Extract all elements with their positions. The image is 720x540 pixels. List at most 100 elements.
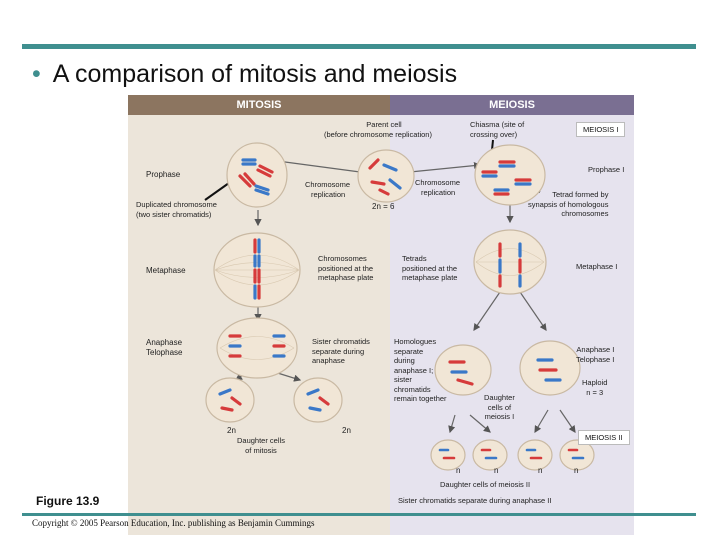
telophase-1-line: Telophase I (576, 354, 615, 364)
sister-separate-2-label: Sister chromatids separate during anapha… (398, 496, 552, 505)
chrom-rep-right-line1: Chromosome (415, 178, 461, 187)
chrom-rep-right-line2: replication (421, 187, 456, 197)
meiosis-prophase-cell (474, 144, 546, 206)
bullet-icon: • (32, 60, 41, 88)
meiosis-metaphase-chromosomes (498, 242, 522, 288)
bottom-rule (22, 513, 696, 516)
arrow-parent-to-meiosis (409, 162, 482, 173)
duplicated-label: Duplicated chromosome (two sister chroma… (136, 200, 217, 219)
meiosis-2-box: MEIOSIS II (578, 430, 630, 445)
metaphase-1-label: Metaphase I (576, 262, 618, 271)
tetrad-line2: synapsis of homologous (528, 199, 609, 209)
sister-separate-label: Sister chromatids separate during anapha… (312, 337, 370, 366)
chiasma-label-line2: crossing over) (470, 129, 518, 139)
top-rule (22, 44, 696, 49)
metaphase-label: Metaphase (146, 266, 186, 275)
anaphase-telophase-label: Anaphase Telophase (146, 338, 182, 357)
meiosis-header-text: MEIOSIS (489, 99, 535, 111)
homologues-line6: chromatids (394, 384, 431, 394)
chrom-rep-right-label: Chromosome replication (415, 178, 460, 197)
meiosis2-daughter-cell-1 (430, 439, 466, 471)
anaphase-line: Anaphase (146, 338, 183, 347)
tetrads-positioned-line2: positioned at the (402, 263, 458, 273)
arrow-mei-metaphase-left (473, 291, 501, 331)
chiasma-label: Chiasma (site of crossing over) (470, 120, 524, 139)
slide-title: • A comparison of mitosis and meiosis (32, 60, 457, 89)
two-n-left-label: 2n (227, 426, 236, 435)
chrom-positioned-line3: metaphase plate (318, 273, 374, 282)
haploid-line2: n = 3 (586, 387, 604, 397)
tetrads-positioned-line3: metaphase plate (402, 273, 458, 282)
haploid-line1: Haploid (582, 378, 608, 387)
n-label-4: n (574, 466, 579, 475)
haploid-label: Haploid n = 3 (582, 378, 607, 397)
slide-title-text: A comparison of mitosis and meiosis (52, 60, 458, 88)
figure-label: Figure 13.9 (36, 494, 100, 508)
telophase-line: Telophase (146, 347, 183, 357)
meiosis-1-box: MEIOSIS I (576, 122, 626, 137)
mitosis-daughter-chromosomes (218, 388, 330, 412)
dm1-line3: meiosis I (484, 412, 515, 421)
duplicated-line1: Duplicated chromosome (136, 200, 217, 209)
sister-separate-line3: anaphase (312, 356, 345, 365)
mitosis-header-text: MITOSIS (236, 99, 282, 111)
chrom-positioned-line2: positioned at the (318, 263, 374, 273)
tetrad-line3: chromosomes (561, 209, 609, 218)
sister-separate-line2: separate during (312, 346, 365, 356)
prophase-label: Prophase (146, 170, 181, 179)
n-label-2: n (494, 466, 499, 475)
mitosis-anaphase-chromosomes (228, 334, 286, 358)
n-label-1: n (456, 466, 461, 475)
mitosis-daughter-cell-right (293, 377, 343, 423)
mitosis-anaphase-cell (216, 317, 298, 379)
mitosis-prophase-chromosomes (238, 158, 274, 196)
meiosis2-daughter-chromosomes (438, 448, 585, 460)
arrow-mei-metaphase-right (519, 291, 547, 331)
homologues-line4: anaphase I; (394, 365, 434, 375)
homologues-label: Homologues separate during anaphase I; s… (394, 337, 447, 404)
mitosis-prophase-cell (226, 142, 288, 208)
meiosis1-daughter-cell-left (434, 344, 492, 396)
chrom-positioned-line1: Chromosomes (318, 254, 367, 263)
parent-chromosomes (368, 158, 402, 196)
arrow-mei2-2 (469, 414, 491, 433)
meiosis2-daughter-cell-3 (517, 439, 553, 471)
mitosis-daughter-cell-left (205, 377, 255, 423)
arrow-mei2-1 (448, 414, 456, 434)
homologues-line5: sister (394, 375, 412, 384)
meiosis-prophase-chromosomes (481, 160, 532, 196)
arrow-mei2-3 (534, 409, 549, 434)
chiasma-label-line1: Chiasma (site of (470, 120, 525, 129)
daughter-meiosis-1-label: Daughter cells of meiosis I (484, 393, 515, 422)
daughter-mitosis-line2: of mitosis (245, 445, 277, 455)
dm1-line1: Daughter (484, 393, 515, 402)
chrom-positioned-label: Chromosomes positioned at the metaphase … (318, 254, 373, 283)
tetrads-positioned-label: Tetrads positioned at the metaphase plat… (402, 254, 457, 283)
meiosis1-daughter-chromosomes (448, 358, 562, 386)
meiosis1-daughter-cell-right (519, 340, 581, 396)
mitosis-metaphase-chromosomes (253, 238, 261, 300)
dm1-line2: cells of (487, 402, 512, 412)
tetrad-line1: Tetrad formed by (552, 190, 609, 199)
meiosis2-daughter-cell-2 (472, 439, 508, 471)
meiosis2-daughter-cell-4 (559, 439, 595, 471)
two-n-6-label: 2n = 6 (372, 202, 395, 211)
mitosis-header: MITOSIS (128, 95, 390, 115)
tetrad-formed-label: Tetrad formed by synapsis of homologous … (528, 190, 608, 219)
chrom-rep-left-line2: replication (311, 189, 346, 199)
two-n-right-label: 2n (342, 426, 351, 435)
anaphase-1-line: Anaphase I (576, 345, 615, 354)
tetrads-positioned-line1: Tetrads (402, 254, 427, 263)
daughter-mitosis-label: Daughter cells of mitosis (237, 436, 285, 455)
arrow-mei2-4 (559, 409, 576, 433)
parent-cell-label-line1: Parent cell (366, 120, 402, 129)
anaphase-telophase-1-label: Anaphase I Telophase I (576, 345, 614, 364)
prophase-1-label: Prophase I (588, 165, 625, 174)
n-label-3: n (538, 466, 543, 475)
homologues-line3: during (394, 356, 415, 365)
sister-separate-line1: Sister chromatids (312, 337, 370, 346)
homologues-line7: remain together (394, 394, 447, 403)
homologues-line2: separate (394, 346, 424, 356)
meiosis-header: MEIOSIS (390, 95, 634, 115)
